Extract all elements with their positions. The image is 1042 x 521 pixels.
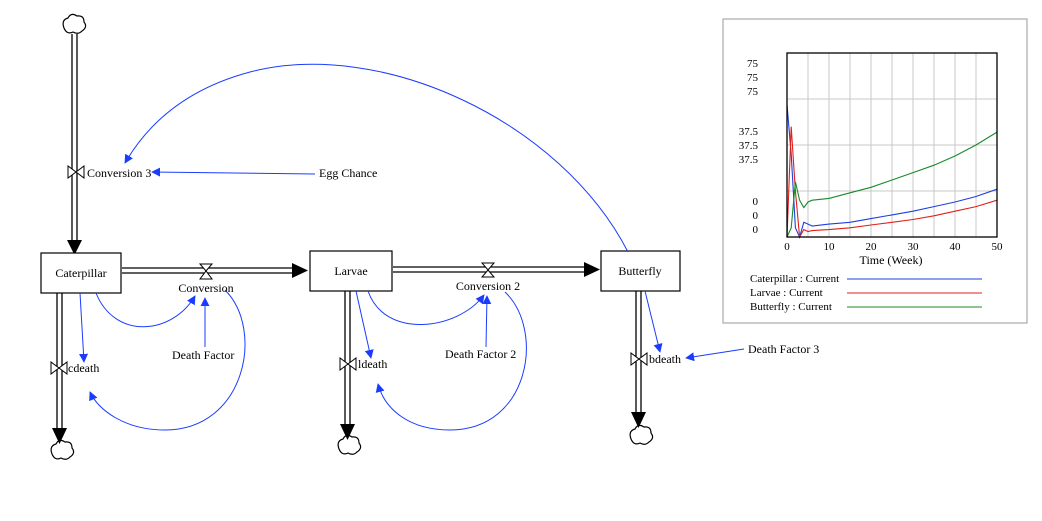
- aux-egg-chance-label[interactable]: Egg Chance: [319, 166, 377, 180]
- valve-cdeath-icon[interactable]: [50, 361, 68, 375]
- legend-label: Larvae : Current: [750, 287, 823, 299]
- flow-pipe-ldeath: [340, 291, 355, 440]
- cloud-sink-icon: [629, 424, 654, 445]
- stock-butterfly[interactable]: Butterfly: [600, 250, 681, 292]
- x-axis-label: Time (Week): [860, 253, 923, 267]
- valve-conversion-icon[interactable]: [198, 263, 214, 280]
- y-tick-label: 37.5: [739, 154, 759, 166]
- stock-caterpillar[interactable]: Caterpillar: [40, 252, 122, 294]
- link-butterfly-to-bdeath: [644, 290, 663, 353]
- valve-ldeath-icon[interactable]: [339, 357, 357, 371]
- link-conversion-to-cdeath: [89, 289, 246, 431]
- cloud-sink-icon: [50, 439, 75, 460]
- aux-death-factor-3-label[interactable]: Death Factor 3: [748, 342, 819, 356]
- legend-label: Caterpillar : Current: [750, 273, 839, 285]
- valve-conversion-3-icon[interactable]: [67, 165, 85, 179]
- link-death-factor-3-to-bdeath: [685, 348, 745, 362]
- link-butterfly-to-conversion-3: [124, 63, 629, 253]
- link-egg-chance-to-conversion-3: [151, 167, 316, 177]
- x-tick-label: 0: [784, 241, 790, 253]
- flow-cdeath-label[interactable]: cdeath: [68, 361, 99, 375]
- y-tick-label: 75: [747, 72, 759, 84]
- flow-pipe-conversion-3: [67, 34, 82, 255]
- series-line-2: [786, 131, 998, 238]
- link-larvae-to-ldeath: [355, 290, 374, 359]
- x-tick-label: 40: [950, 241, 962, 253]
- y-tick-label: 0: [753, 224, 759, 236]
- flow-conversion-label[interactable]: Conversion: [178, 281, 233, 295]
- cloud-sink-icon: [337, 434, 362, 455]
- series-line-1: [786, 126, 998, 239]
- x-tick-label: 30: [908, 241, 920, 253]
- flow-conversion-3-label[interactable]: Conversion 3: [87, 166, 151, 180]
- y-tick-label: 75: [747, 58, 759, 70]
- stock-larvae[interactable]: Larvae: [309, 250, 393, 292]
- y-tick-labels: 75 75 75 37.5 37.5 37.5 0 0 0: [739, 58, 759, 236]
- x-tick-labels: 0 10 20 30 40 50: [784, 241, 1003, 253]
- flow-pipe-conversion-2: [393, 262, 600, 277]
- flow-conversion-2-label[interactable]: Conversion 2: [456, 279, 520, 293]
- stock-caterpillar-label: Caterpillar: [55, 266, 106, 280]
- valve-bdeath-icon[interactable]: [630, 352, 648, 366]
- cloud-source-icon: [62, 13, 87, 34]
- stock-larvae-label: Larvae: [334, 264, 367, 278]
- series-line-0: [786, 104, 998, 239]
- link-conversion-2-to-ldeath: [375, 291, 527, 431]
- flow-pipe-conversion: [122, 263, 308, 278]
- y-tick-label: 37.5: [739, 126, 759, 138]
- flow-ldeath-label[interactable]: ldeath: [358, 357, 387, 371]
- flow-bdeath-label[interactable]: bdeath: [649, 352, 681, 366]
- y-tick-label: 37.5: [739, 140, 759, 152]
- y-tick-label: 0: [753, 196, 759, 208]
- valve-conversion-2-icon[interactable]: [480, 262, 496, 278]
- link-larvae-to-conversion-2: [367, 290, 485, 325]
- x-tick-label: 20: [866, 241, 878, 253]
- flow-pipe-cdeath: [52, 293, 67, 444]
- plot-frame: [786, 52, 998, 238]
- aux-death-factor-2-label[interactable]: Death Factor 2: [445, 347, 516, 361]
- x-tick-label: 50: [992, 241, 1004, 253]
- graph-panel[interactable]: 75 75 75 37.5 37.5 37.5 0 0 0 0 10 20 30 40 50 Time (…: [722, 18, 1028, 324]
- plot-area: [786, 52, 998, 239]
- y-tick-label: 0: [753, 210, 759, 222]
- x-tick-label: 10: [824, 241, 836, 253]
- link-caterpillar-to-conversion: [95, 292, 196, 328]
- link-caterpillar-to-cdeath: [79, 292, 89, 363]
- link-arrows: [79, 63, 745, 431]
- legend-label: Butterfly : Current: [750, 301, 832, 313]
- stock-butterfly-label: Butterfly: [618, 264, 661, 278]
- aux-death-factor-label[interactable]: Death Factor: [172, 348, 234, 362]
- flow-pipe-bdeath: [631, 291, 646, 428]
- link-death-factor-2-to-conversion-2: [482, 295, 492, 348]
- y-tick-label: 75: [747, 86, 759, 98]
